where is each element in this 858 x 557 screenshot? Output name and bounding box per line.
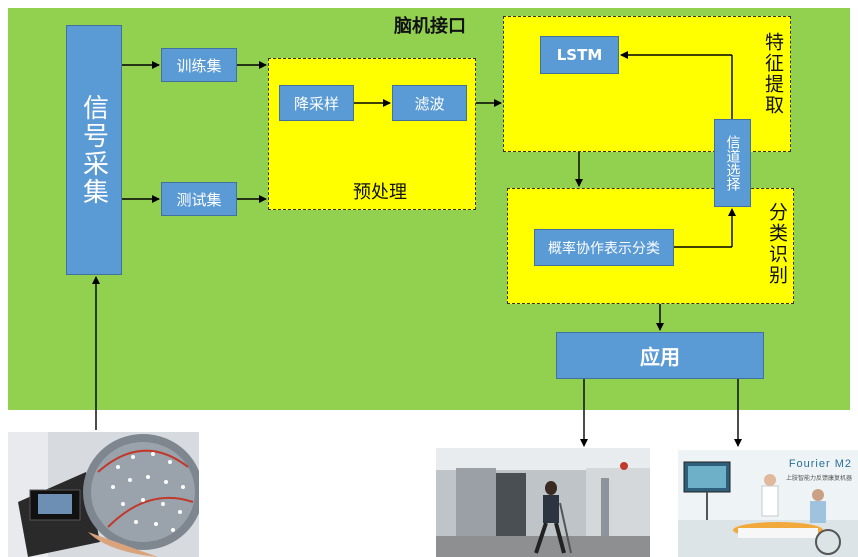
downsample-box: 降采样 [279,85,354,121]
preprocess-label: 预处理 [353,182,407,203]
classify-label: 分类识别 [766,202,788,286]
filter-box: 滤波 [392,85,467,121]
brand-caption: 上肢智能力反馈康复机器 [785,475,852,482]
preprocess-group [268,58,476,210]
application-box: 应用 [556,332,764,379]
rehab-robot-photo: Fourier M2 上肢智能力反馈康复机器 [678,450,858,557]
eeg-cap-photo [8,432,199,557]
diagram-title: 脑机接口 [394,16,466,37]
lstm-box: LSTM [540,36,619,74]
feature-label: 特征提取 [762,32,784,116]
channel-select-box: 信道选择 [714,119,751,207]
brand-label: Fourier M2 [788,458,852,470]
exoskeleton-photo [436,448,650,557]
train-set-box: 训练集 [161,48,237,82]
classifier-box: 概率协作表示分类 [534,229,674,266]
test-set-box: 测试集 [161,182,237,216]
signal-acquisition-box: 信号采集 [66,25,122,275]
